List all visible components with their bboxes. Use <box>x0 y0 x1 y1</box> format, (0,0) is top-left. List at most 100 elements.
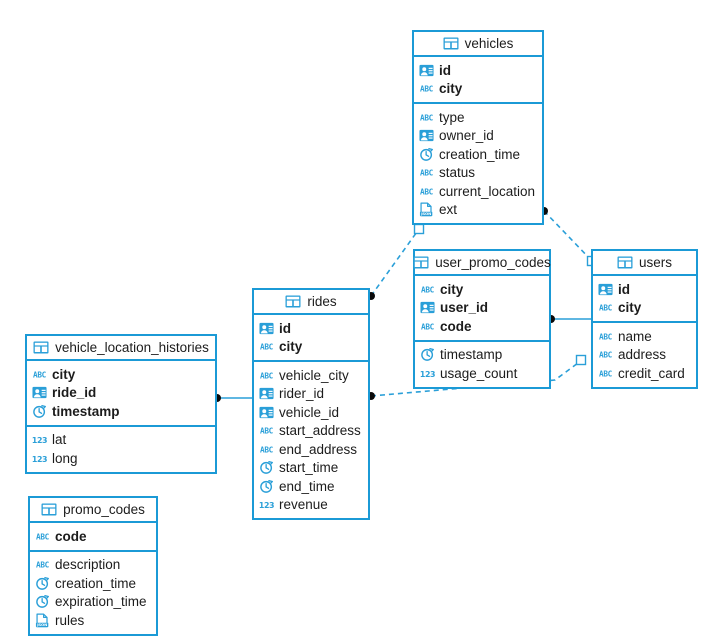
svg-text:ABC: ABC <box>420 187 434 196</box>
edge-target-square <box>575 354 587 366</box>
svg-text:JSON: JSON <box>420 211 431 216</box>
entity-title-users[interactable]: users <box>593 251 696 276</box>
svg-text:123: 123 <box>259 501 274 510</box>
field-name: current_location <box>439 183 536 199</box>
field-row[interactable]: rider_id <box>254 385 368 404</box>
field-name: code <box>440 318 472 334</box>
svg-text:ABC: ABC <box>33 370 47 379</box>
json-icon: JSON <box>35 613 49 628</box>
field-row[interactable]: end_time <box>254 477 368 496</box>
field-row[interactable]: creation_time <box>30 574 156 593</box>
abc-icon: ABC <box>599 369 613 378</box>
relationship-vlh-rides[interactable] <box>213 394 252 402</box>
svg-text:ABC: ABC <box>599 369 613 378</box>
svg-text:ABC: ABC <box>36 561 50 570</box>
123-icon: 123 <box>259 501 274 510</box>
field-name: timestamp <box>440 347 503 362</box>
entity-title-promo_codes[interactable]: promo_codes <box>30 498 156 523</box>
field-row[interactable]: user_id <box>415 299 549 318</box>
field-row[interactable]: ABC code <box>415 317 549 336</box>
abc-icon: ABC <box>599 304 613 313</box>
relationship-upc-users[interactable] <box>547 315 591 323</box>
clock-icon <box>260 461 273 475</box>
svg-text:ABC: ABC <box>420 169 434 178</box>
svg-text:ABC: ABC <box>599 351 613 360</box>
field-name: ride_id <box>52 385 97 400</box>
field-row[interactable]: id <box>593 280 696 299</box>
table-grid-icon <box>617 256 633 269</box>
field-row[interactable]: start_time <box>254 459 368 478</box>
abc-icon: ABC <box>33 370 47 379</box>
field-name: name <box>618 328 652 344</box>
abc-icon: ABC <box>260 427 274 436</box>
svg-text:JSON: JSON <box>36 622 47 627</box>
table-grid-icon <box>443 37 459 50</box>
entity-title-vehicles[interactable]: vehicles <box>414 32 542 57</box>
abc-icon: ABC <box>599 351 613 360</box>
entity-title-rides[interactable]: rides <box>254 290 368 315</box>
field-row[interactable]: ABC current_location <box>414 182 542 201</box>
field-name: end_address <box>279 441 358 457</box>
entity-title-vehicle_location_histories[interactable]: vehicle_location_histories <box>27 336 215 361</box>
entity-title-text: user_promo_codes <box>435 254 551 270</box>
field-row[interactable]: timestamp <box>415 346 549 365</box>
abc-icon: ABC <box>260 343 274 352</box>
clock-icon <box>36 576 49 590</box>
field-name: expiration_time <box>55 594 147 609</box>
field-row[interactable]: vehicle_id <box>254 403 368 422</box>
id-card-icon <box>419 64 434 76</box>
field-row[interactable]: creation_time <box>414 145 542 164</box>
field-row[interactable]: ride_id <box>27 384 215 403</box>
entity-title-user_promo_codes[interactable]: user_promo_codes <box>413 251 551 276</box>
field-name: address <box>618 347 667 362</box>
entity-title-text: rides <box>307 293 337 309</box>
123-icon: 123 <box>420 370 435 379</box>
entity-title-text: promo_codes <box>63 501 145 517</box>
field-row[interactable]: id <box>414 61 542 80</box>
field-row[interactable]: ABC address <box>593 346 696 365</box>
svg-text:ABC: ABC <box>420 85 434 94</box>
field-name: user_id <box>440 300 489 315</box>
field-row[interactable]: id <box>254 319 368 338</box>
field-row[interactable]: timestamp <box>27 402 215 421</box>
field-row[interactable]: expiration_time <box>30 593 156 612</box>
clock-icon <box>33 404 46 418</box>
abc-icon: ABC <box>421 322 435 331</box>
field-row[interactable]: owner_id <box>414 127 542 146</box>
field-name: timestamp <box>52 403 120 419</box>
